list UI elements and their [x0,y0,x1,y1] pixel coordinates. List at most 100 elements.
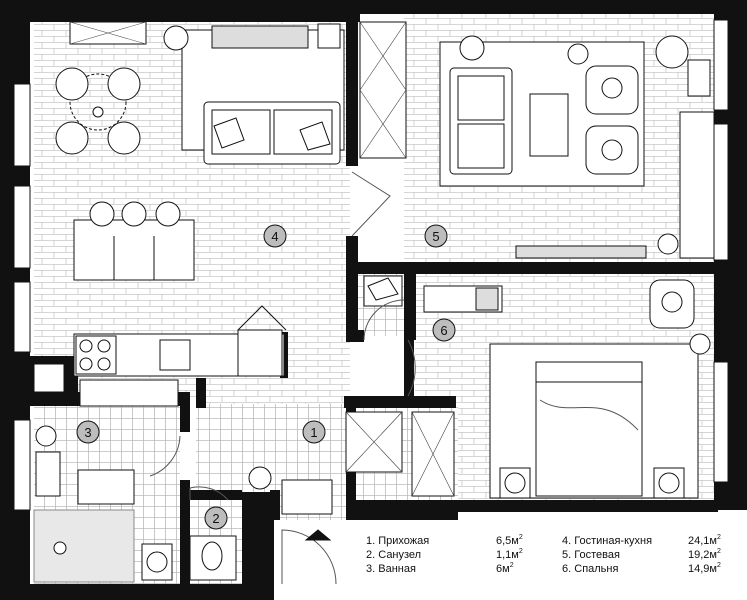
hall-pouf [248,466,272,490]
wall-guest-bottom [346,262,718,274]
wall-bathroom-right-low [180,480,190,590]
bar-stool [89,201,115,227]
window-left-1 [13,83,31,167]
hall-bench [281,479,333,515]
bar-stool [155,201,181,227]
toilet [201,541,223,571]
svg-text:6,5м2: 6,5м2 [496,534,523,547]
cushion [213,117,245,149]
wc-furniture [189,486,237,581]
svg-text:1,1м2: 1,1м2 [496,548,523,561]
tv-console-guest [515,245,647,259]
shower-head [53,541,67,555]
badge-room-2: 2 [204,506,228,530]
floor-lamp [163,25,189,51]
kitchen-sink [159,339,191,371]
door-living-guest [351,171,391,237]
guest-cabinet [687,59,711,97]
badge-room-5: 5 [424,224,448,248]
hall-furniture [248,411,455,585]
wall-top-right [355,0,747,14]
wall-bottom-right [346,500,458,520]
wall-bedroom-left [404,340,414,396]
svg-text:3. Ванная: 3. Ванная [366,563,416,575]
legend-num: 6 [562,563,568,575]
legend-num: 1 [366,535,372,547]
floor-lamp [655,35,689,69]
badge-room-6: 6 [432,318,456,342]
wall-closet-left [346,262,358,342]
wall-wc-top [186,490,242,500]
badge-room-1: 1 [302,420,326,444]
coffee-table [529,93,569,157]
wardrobe [359,21,407,159]
room-badges: 4 5 6 1 3 2 [76,224,456,530]
shower-tray [33,509,135,583]
bedroom-lamp [689,333,711,355]
legend-name: Спальня [574,563,618,575]
badge-room-3-label: 3 [84,425,91,440]
window-right-1 [713,19,729,111]
fridge [237,329,283,377]
windows [13,19,729,511]
door-bathroom [149,435,181,477]
door-bedroom [407,339,416,397]
wall-wc-right [242,492,274,592]
svg-text:4. Гостиная-кухня: 4. Гостиная-кухня [562,535,652,547]
living-kitchen-furniture [55,21,345,377]
svg-text:24,1м2: 24,1м2 [688,534,721,547]
entry-door [281,529,337,585]
window-right-3 [713,361,729,483]
bed [535,361,643,497]
legend-area: 24,1 [688,535,709,547]
legend-name: Санузел [378,549,421,561]
kitchen-island [73,219,195,281]
bath-radiator [35,451,61,497]
badge-room-4-label: 4 [271,229,278,244]
badge-room-6-label: 6 [440,323,447,338]
legend-name: Прихожая [378,535,429,547]
bath-mat [77,469,135,505]
legend-num: 3 [366,563,372,575]
wall-bathroom-right [180,392,190,432]
closet-door [363,299,405,341]
daybed [679,111,715,259]
wall-bottom-left [0,584,274,600]
window-left-4 [13,419,31,511]
wall-kitchen-low [196,378,206,408]
cushion [299,121,331,151]
legend-area: 1,1 [496,549,511,561]
bedroom-furniture [423,279,711,499]
legend-col-2: 4. Гостиная-кухня 5. Гостевая 6. Спальня… [562,534,721,575]
wc-door [189,486,229,501]
badge-room-4: 4 [263,224,287,248]
closet-furniture [363,275,405,341]
legend-col-1: 1. Прихожая 2. Санузел 3. Ванная 6,5м2 1… [366,534,523,575]
dining-chair [55,121,89,155]
legend-name: Гостиная-кухня [574,535,652,547]
bar-stool [121,201,147,227]
guest-room-furniture [359,21,715,259]
wall-hall-top [344,396,456,408]
badge-room-2-label: 2 [212,511,219,526]
washing-machine [35,425,57,447]
svg-text:14,9м2: 14,9м2 [688,562,721,575]
wall-entry [270,490,280,520]
dining-chair [107,67,141,101]
svg-text:6м2: 6м2 [496,562,514,575]
svg-text:1. Прихожая: 1. Прихожая [366,535,429,547]
dining-chair [107,121,141,155]
svg-text:5. Гостевая: 5. Гостевая [562,549,620,561]
badge-room-5-label: 5 [432,229,439,244]
wall-living-guest-upper [346,14,358,166]
dining-chair [55,67,89,101]
legend-area: 14,9 [688,563,709,575]
entry-arrow [304,529,332,541]
bath-cabinet [33,363,65,393]
wall-bedroom-bottom [456,500,718,512]
svg-text:6. Спальня: 6. Спальня [562,563,618,575]
shower [33,509,135,583]
legend-area: 6 [496,563,502,575]
side-lamp [567,43,589,65]
